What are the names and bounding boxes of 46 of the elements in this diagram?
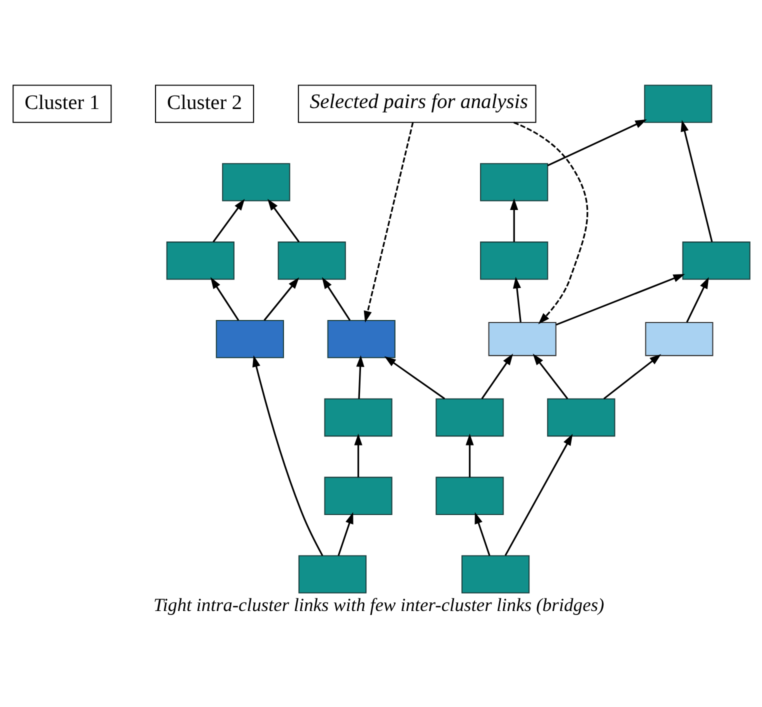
arrow (210, 277, 239, 321)
node-box (277, 242, 346, 280)
node-box (324, 476, 392, 515)
node-box (298, 555, 366, 594)
node-box (682, 242, 750, 280)
arrow (512, 276, 521, 322)
node-box (166, 242, 234, 280)
arrow (474, 512, 490, 556)
node-box (488, 322, 556, 356)
arrow (363, 122, 414, 323)
arrow (602, 354, 661, 400)
node-box (546, 398, 615, 437)
arrow (252, 355, 323, 556)
node-box (215, 320, 284, 358)
node-box (480, 163, 548, 202)
arrow (680, 120, 712, 242)
node-box (644, 84, 712, 123)
arrow (354, 434, 362, 478)
node-box (480, 242, 548, 280)
arrow (384, 356, 445, 400)
arrow (480, 354, 513, 400)
node-box (435, 398, 504, 437)
node-box (326, 320, 395, 358)
arrow (356, 355, 364, 399)
arrow (532, 354, 568, 400)
caption: Tight intra-cluster links with few inter-cluster links (bridges) (152, 594, 604, 616)
node-box: Cluster 2 (154, 84, 254, 123)
node-box (460, 555, 530, 594)
node-box (324, 398, 392, 437)
node-box (644, 322, 713, 356)
arrow (686, 277, 708, 323)
arrow (555, 274, 684, 326)
arrow (504, 434, 572, 556)
arrow (546, 119, 646, 166)
arrow (321, 277, 350, 321)
node-box: Selected pairs for analysis (297, 84, 536, 123)
arrow (212, 198, 244, 242)
arrow (512, 122, 588, 324)
node-box: Cluster 1 (12, 84, 112, 123)
arrow (465, 434, 474, 478)
arrow (510, 198, 518, 242)
arrow (263, 277, 299, 321)
node-box (435, 476, 504, 515)
node-box (222, 163, 290, 202)
arrow (337, 512, 353, 556)
arrow (267, 198, 300, 242)
